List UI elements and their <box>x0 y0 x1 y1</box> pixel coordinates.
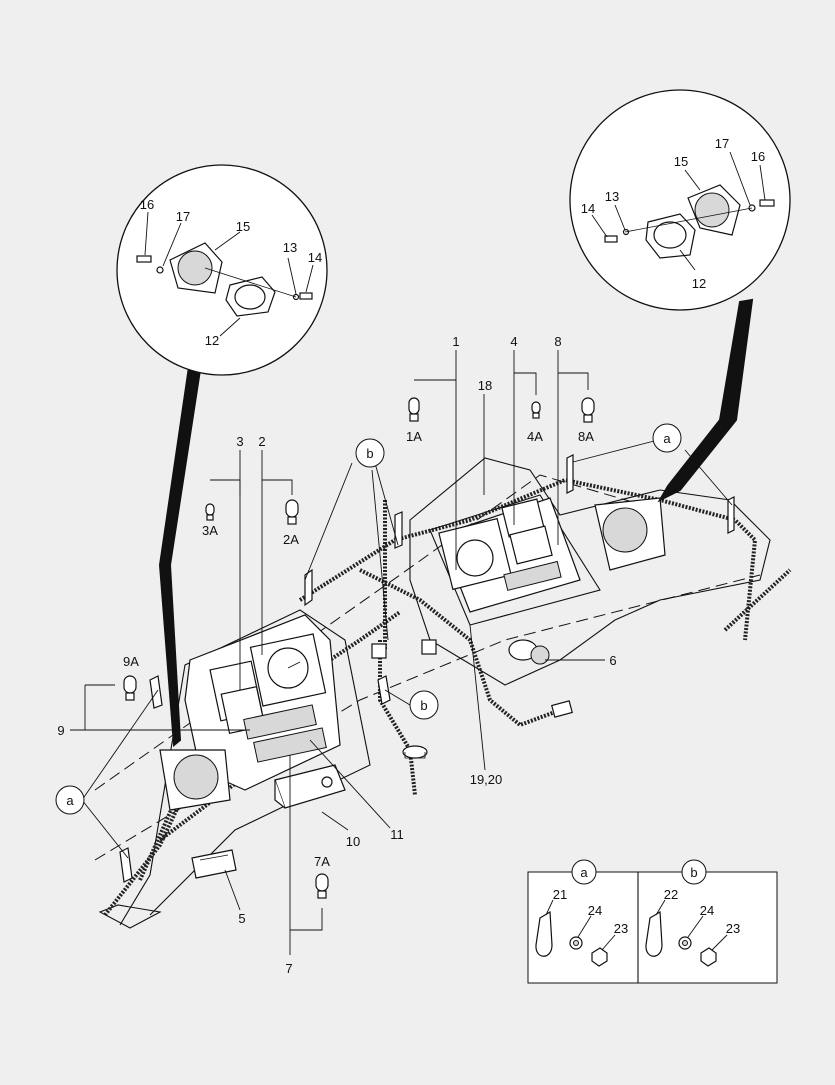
item-6-switch <box>508 639 550 665</box>
dl-callout-13: 13 <box>283 240 297 255</box>
bulb-9a-icon <box>123 675 137 701</box>
ref-a-left: a <box>66 793 74 808</box>
bulb-3a-icon <box>205 503 215 521</box>
callout-7a: 7A <box>314 854 330 869</box>
dr-callout-14: 14 <box>581 201 595 216</box>
ref-b-mid: b <box>420 698 427 713</box>
legend-b-callout-23: 23 <box>726 921 740 936</box>
legend-b-callout-24: 24 <box>700 903 714 918</box>
harness-clips <box>119 454 735 883</box>
callout-19-20: 19,20 <box>470 772 503 787</box>
hardware-legend: a b 21 24 23 22 24 23 <box>527 859 778 984</box>
bulb-7a-icon <box>315 873 329 899</box>
detail-circle-left <box>116 164 328 376</box>
ref-bubbles: b b a a <box>55 423 682 815</box>
callout-3a: 3A <box>202 523 218 538</box>
bulb-1a-icon <box>408 397 420 422</box>
dl-callout-16: 16 <box>140 197 154 212</box>
bulb-8a-icon <box>581 397 595 423</box>
callout-8a: 8A <box>578 429 594 444</box>
callout-8: 8 <box>554 334 561 349</box>
callout-2: 2 <box>258 434 265 449</box>
dr-callout-17: 17 <box>715 136 729 151</box>
bulb-icons <box>123 397 595 899</box>
callout-10: 10 <box>346 834 360 849</box>
callout-4a: 4A <box>527 429 543 444</box>
item-5-box <box>191 849 237 879</box>
legend-a-callout-24: 24 <box>588 903 602 918</box>
right-speaker <box>594 497 666 571</box>
callout-5: 5 <box>238 911 245 926</box>
ref-a-right: a <box>663 431 671 446</box>
callout-18: 18 <box>478 378 492 393</box>
callout-11: 11 <box>390 827 404 842</box>
harness-connectors <box>371 639 573 759</box>
left-instrument-panel <box>184 614 341 791</box>
callout-2a: 2A <box>283 532 299 547</box>
dr-callout-16: 16 <box>751 149 765 164</box>
bulb-2a-icon <box>285 499 299 525</box>
callout-1a: 1A <box>406 429 422 444</box>
callout-labels: 1 4 8 18 1A 4A 8A 3 2 3A 2A 9A 9 6 19,20… <box>57 334 616 976</box>
callout-9: 9 <box>57 723 64 738</box>
callout-9a: 9A <box>123 654 139 669</box>
radio-unit <box>274 764 346 809</box>
dr-callout-13: 13 <box>605 189 619 204</box>
bulb-4a-icon <box>531 401 541 419</box>
callout-7: 7 <box>285 961 292 976</box>
callout-1: 1 <box>452 334 459 349</box>
legend-b-callout-22: 22 <box>664 887 678 902</box>
legend-a-callout-21: 21 <box>553 887 567 902</box>
dl-callout-14: 14 <box>308 250 322 265</box>
legend-tag-b: b <box>690 865 697 880</box>
callout-4: 4 <box>510 334 517 349</box>
callout-3: 3 <box>236 434 243 449</box>
left-speaker <box>159 749 231 811</box>
detail-left-labels: 16 17 15 13 14 12 <box>140 197 322 348</box>
dr-callout-15: 15 <box>674 154 688 169</box>
ref-b-top: b <box>366 446 373 461</box>
legend-a-callout-23: 23 <box>614 921 628 936</box>
detail-right-labels: 17 16 15 13 14 12 <box>581 136 765 291</box>
right-instrument-panel <box>438 497 581 613</box>
dl-callout-17: 17 <box>176 209 190 224</box>
dl-callout-12: 12 <box>205 333 219 348</box>
leader-lines <box>70 350 733 955</box>
dl-callout-15: 15 <box>236 219 250 234</box>
legend-tag-a: a <box>580 865 588 880</box>
dr-callout-12: 12 <box>692 276 706 291</box>
callout-6: 6 <box>609 653 616 668</box>
detail-circle-right <box>569 89 791 311</box>
